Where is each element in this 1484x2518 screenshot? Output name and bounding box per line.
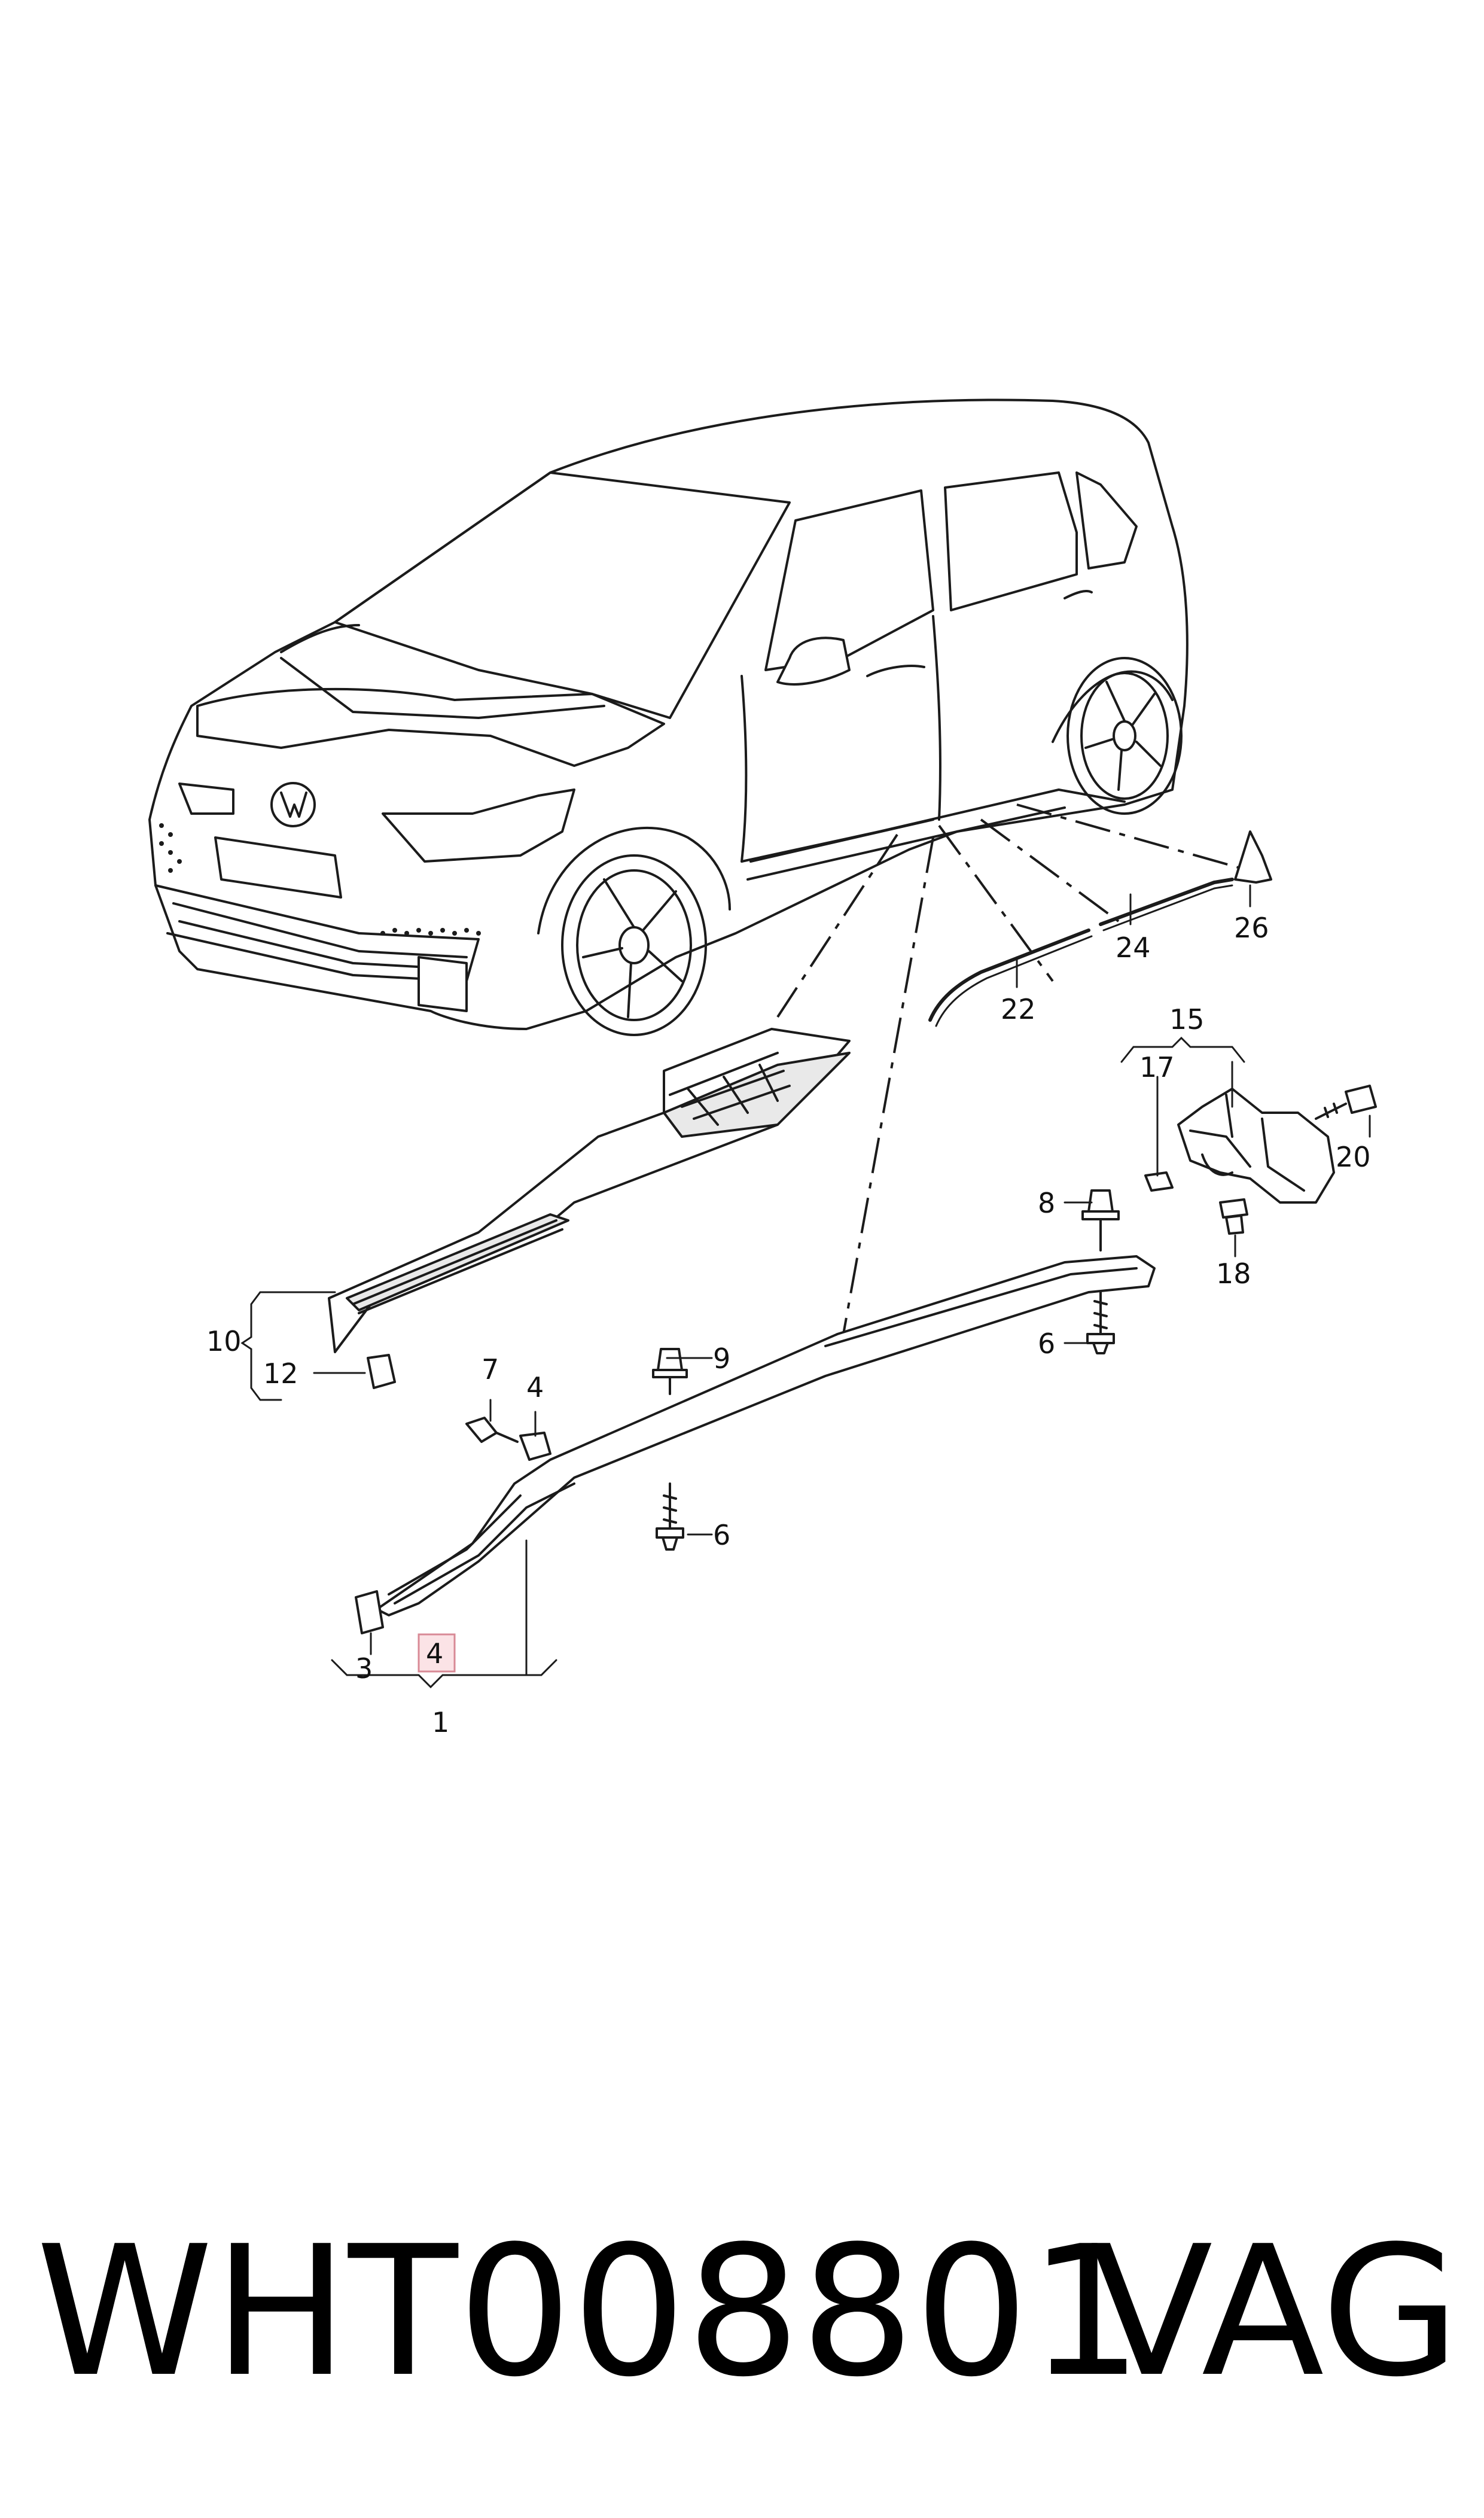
- rear-bracket: [1144, 1088, 1335, 1204]
- callout-15: 15: [1169, 1003, 1205, 1036]
- callout-4: 4: [526, 1371, 544, 1403]
- trim-strips: [928, 830, 1272, 1027]
- brand-label: VAG: [1090, 2208, 1460, 2416]
- callout-3: 3: [355, 1652, 373, 1685]
- callout-12: 12: [263, 1357, 298, 1390]
- callout-24: 24: [1116, 931, 1151, 964]
- callout-18: 18: [1216, 1258, 1251, 1290]
- callout-9: 9: [713, 1342, 730, 1375]
- assembly-leader-lines: [776, 803, 1239, 1335]
- outer-sill-panel: [355, 1255, 1156, 1634]
- callout-22: 22: [1001, 993, 1036, 1025]
- callout-8: 8: [1038, 1187, 1055, 1219]
- highlight-box: [418, 1633, 456, 1673]
- callout-labels: 4 1 3 4 6 6 7 8 9 10 12 15 17 18 20 22 2…: [206, 912, 1371, 1738]
- callout-17: 17: [1139, 1051, 1175, 1083]
- callout-leaders: [240, 884, 1371, 1689]
- callout-4-highlighted: 4: [426, 1637, 443, 1670]
- callout-26: 26: [1234, 912, 1269, 944]
- callout-10: 10: [206, 1325, 242, 1357]
- car-illustration: [148, 398, 1189, 1036]
- callout-6-lower: 6: [713, 1519, 730, 1551]
- inner-sill-trim: [328, 1028, 851, 1389]
- callout-6-upper: 6: [1038, 1327, 1055, 1360]
- callout-1: 1: [432, 1706, 449, 1738]
- callout-7: 7: [482, 1353, 499, 1386]
- part-number: WHT008801: [36, 2208, 1143, 2416]
- fasteners: [465, 1085, 1377, 1551]
- callout-20: 20: [1336, 1141, 1371, 1173]
